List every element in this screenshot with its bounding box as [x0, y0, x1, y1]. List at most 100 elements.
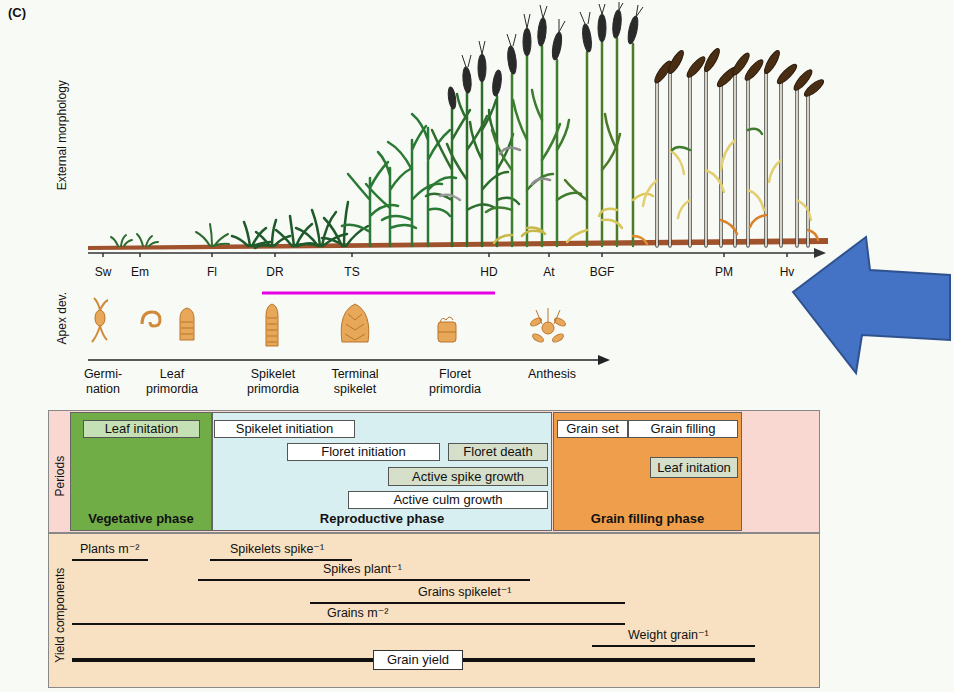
label-box: Em — [131, 265, 149, 279]
grain-filling-plant — [587, 38, 633, 246]
mature-plant — [643, 68, 818, 246]
anthesis-plant — [494, 228, 545, 243]
period-box: Leaf initation — [650, 457, 738, 478]
period-text: Leaf initation — [657, 460, 731, 476]
phase-band: Reproductive phase Spikelet initiationFlo… — [212, 412, 552, 531]
label-box: Fl — [207, 265, 217, 279]
apex-icon — [92, 298, 567, 346]
label-box: DR — [266, 265, 283, 279]
pointer-arrow — [793, 237, 950, 373]
ripe-spike — [802, 77, 826, 99]
yield-component: Grains m⁻² — [327, 606, 388, 621]
label-box: Weight grain⁻¹ — [628, 628, 709, 643]
wheat-spike — [478, 54, 486, 82]
apex-axis — [88, 355, 610, 365]
apex-icon — [536, 308, 560, 324]
period-text: Spikelet initiation — [236, 421, 334, 437]
apex-icon — [267, 318, 277, 342]
heading-plant — [447, 92, 495, 246]
label-box: Anthesis — [528, 367, 576, 382]
axis-title: Apex dev. — [55, 292, 69, 344]
wheat-spike — [491, 70, 503, 97]
period-text: Grain set — [566, 421, 619, 437]
stem-elongation-plant — [366, 152, 416, 246]
apex-icon — [181, 322, 193, 334]
period-text: Floret death — [463, 444, 532, 460]
stage-code: Hv — [780, 265, 795, 279]
period-box: Grain set — [557, 420, 628, 438]
stage-axis — [88, 252, 816, 254]
apex-icon — [341, 304, 369, 342]
mature-plant — [672, 129, 762, 150]
highlight-bar — [262, 293, 495, 294]
duration-line — [198, 579, 530, 581]
grain-filling-plant — [567, 194, 653, 242]
anthesis-plant — [500, 148, 550, 184]
grain-filling-plant — [633, 236, 647, 244]
soil-strip — [88, 238, 828, 250]
yield-panel: Yield componentsGrain yield — [48, 533, 820, 688]
ripe-spike — [743, 57, 766, 82]
duration-line — [72, 658, 755, 662]
apex-icon — [531, 332, 544, 343]
wheat-spike — [598, 14, 606, 42]
stage-axis — [103, 253, 787, 257]
stage-axis — [88, 248, 826, 258]
period-text: Floret initiation — [321, 444, 406, 460]
anthesis-plant — [486, 90, 581, 212]
heading-plant — [489, 96, 519, 246]
duration-line — [210, 559, 352, 561]
phase-title: Vegetative phase — [88, 511, 194, 530]
stage-code: DR — [266, 265, 283, 279]
apex-axis — [598, 355, 610, 365]
seedling — [111, 224, 229, 246]
apex-stage: Floret primordia — [418, 367, 492, 397]
label-box: Grains m⁻² — [327, 606, 388, 621]
apex-stage: Anthesis — [528, 367, 576, 382]
stage-code: PM — [715, 265, 733, 279]
apex-stage: Spikelet primordia — [237, 367, 309, 397]
period-box: Active spike growth — [388, 467, 548, 486]
apex-icon — [438, 317, 456, 332]
label-box: Leaf primordia — [139, 367, 205, 397]
label-box: Grains spikelet⁻¹ — [418, 585, 511, 600]
apex-icon — [180, 308, 194, 340]
period-box: Leaf initation — [83, 420, 200, 438]
label-box: PM — [715, 265, 733, 279]
apex-icon — [92, 298, 108, 342]
apex-axis — [88, 359, 600, 361]
tillering-plant — [276, 216, 315, 246]
mature-plant — [721, 215, 818, 240]
apex-stage: Germi- nation — [77, 367, 129, 397]
period-text: Grain filling — [650, 421, 715, 437]
label-box: Germi- nation — [77, 367, 129, 397]
apex-stage: Leaf primordia — [139, 367, 205, 397]
apex-icon — [95, 310, 105, 326]
heading-plant — [440, 195, 460, 200]
label-box: (C) — [8, 5, 26, 21]
label-box: Plants m⁻² — [80, 542, 139, 557]
duration-line — [72, 560, 755, 660]
apex-icon — [345, 314, 365, 340]
label-box: Spikelets spike⁻¹ — [230, 542, 324, 557]
stage-code: TS — [344, 265, 359, 279]
wheat-spike — [581, 24, 593, 53]
periods-panel: PeriodsVegetative phaseLeaf initationRep… — [48, 410, 820, 533]
axis-title: External morphology — [55, 80, 69, 190]
label-box: Terminal spikelet — [319, 367, 391, 397]
stage-code: Fl — [207, 265, 217, 279]
label-box: Hv — [780, 265, 795, 279]
wheat-spike — [447, 2, 643, 109]
label-box: Spikelet primordia — [237, 367, 309, 397]
grain-filling-plant — [565, 114, 620, 200]
stem-elongation-plant — [342, 114, 456, 246]
label-box: HD — [480, 265, 497, 279]
duration-line — [72, 559, 148, 561]
apex-icon — [142, 312, 160, 326]
duration-line — [592, 645, 755, 647]
row-heading: Periods — [53, 455, 67, 496]
phase-title: Reproductive phase — [320, 511, 444, 530]
phase-title: Grain filling phase — [591, 511, 704, 530]
ripe-spike — [666, 49, 686, 76]
period-box: Active culm growth — [348, 491, 548, 509]
